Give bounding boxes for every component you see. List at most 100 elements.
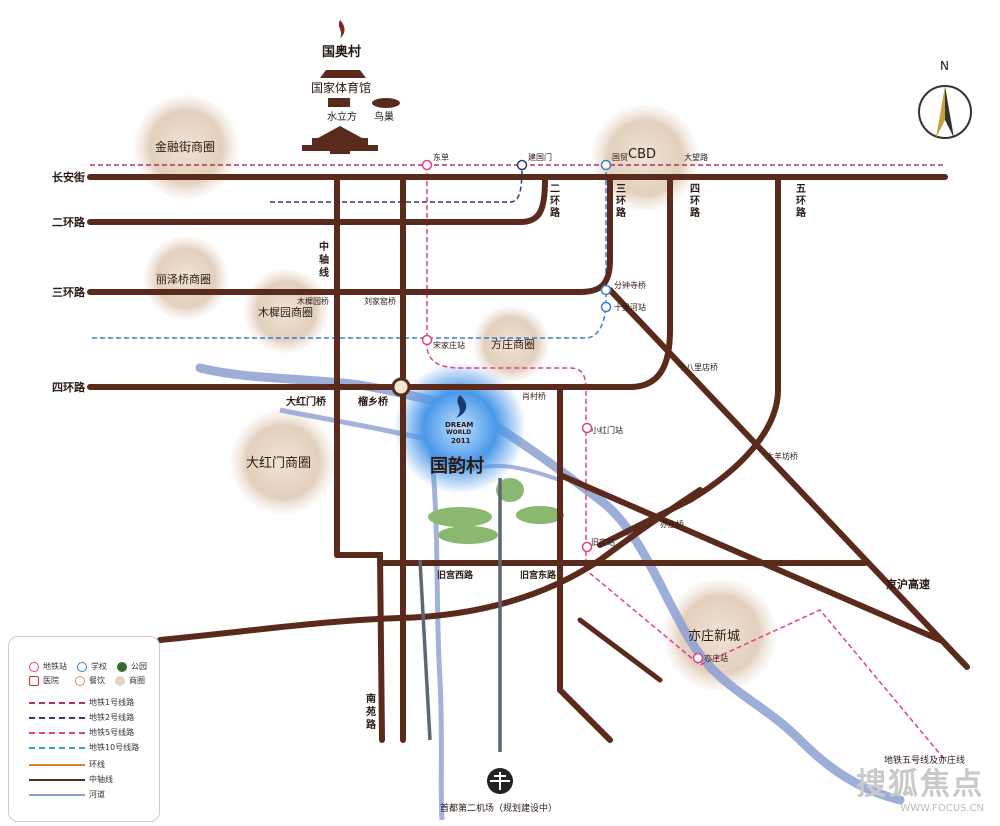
road-label-axis-v: 中 轴 线 xyxy=(319,240,329,279)
legend-axis: 中轴线 xyxy=(89,775,113,784)
svg-text:五: 五 xyxy=(796,183,806,195)
legend-ring-road: 环线 xyxy=(89,760,105,769)
station-shilihe xyxy=(600,301,612,313)
svg-text:四: 四 xyxy=(690,183,700,195)
svg-text:环: 环 xyxy=(550,195,560,207)
metro-line-5 xyxy=(426,165,946,761)
svg-text:南: 南 xyxy=(366,692,376,705)
olympic-logo-icon xyxy=(338,20,345,38)
station-label-shilihe: 十里河站 xyxy=(614,302,646,312)
airport-label: 首都第二机场（规划建设中） xyxy=(440,802,557,814)
road-label-nanyuan-v: 南 苑 路 xyxy=(365,692,377,731)
legend-line1-swatch xyxy=(29,701,85,704)
road-label-ring2-v: 二 环 路 xyxy=(550,183,561,219)
bridge-yizhuang: 亦庄桥 xyxy=(660,519,684,529)
road-diag1 xyxy=(607,287,970,670)
road-label-jiugong-w: 旧宫西路 xyxy=(437,569,474,581)
legend-line5-swatch xyxy=(29,731,85,734)
svg-text:路: 路 xyxy=(366,718,377,731)
legend-dining: 餐饮 xyxy=(89,676,105,685)
airport-icon xyxy=(487,768,513,794)
water-cube-icon xyxy=(328,98,350,107)
bridge-shibali: 十八里店桥 xyxy=(678,362,718,372)
biz-circle-icon xyxy=(115,675,125,686)
stadium-label: 国家体育馆 xyxy=(311,80,371,95)
road-label-ring4-v: 四 环 路 xyxy=(690,183,701,219)
station-label-xiaohongmen: 小红门站 xyxy=(591,425,623,435)
gray-roads xyxy=(418,478,502,752)
birds-nest-label: 鸟巢 xyxy=(374,110,394,123)
dahongmen-junction xyxy=(391,377,411,397)
metro-station-icon xyxy=(29,661,39,672)
road-label-changanjie: 长安街 xyxy=(52,170,85,184)
watermark-brand: 搜狐焦点 xyxy=(856,767,984,802)
svg-text:环: 环 xyxy=(616,195,626,207)
station-label-guomao: 国贸 xyxy=(612,152,628,162)
road-ring2 xyxy=(87,177,548,225)
bridge-dahongmen: 大红门桥 xyxy=(286,395,327,408)
jinrongjie-circle xyxy=(134,95,238,199)
road-jinghu xyxy=(557,472,943,643)
svg-text:路: 路 xyxy=(690,206,701,219)
station-label-dawanglu: 大望路 xyxy=(684,152,708,162)
station-songjiazhuang xyxy=(421,334,433,346)
legend-line2: 地铁2号线路 xyxy=(89,713,135,722)
road-label-ring3-v: 三 环 路 xyxy=(616,183,627,219)
legend-row-2: 医院 餐饮 商圈 xyxy=(29,675,145,686)
station-label-dongdan: 东单 xyxy=(433,152,449,162)
school-icon xyxy=(77,661,87,672)
legend-row-line2: 地铁2号线路 xyxy=(29,712,134,723)
road-nanyuan xyxy=(334,552,385,743)
svg-text:二: 二 xyxy=(550,183,560,195)
svg-text:三: 三 xyxy=(616,183,626,195)
project-logo-icon xyxy=(456,395,467,418)
svg-text:路: 路 xyxy=(616,206,627,219)
road-south-east xyxy=(577,617,663,683)
legend-axis-swatch xyxy=(29,778,85,781)
metro-stations xyxy=(421,159,704,664)
project-logo-line2: WORLD xyxy=(446,429,471,436)
bridge-liujiayao: 刘家窑桥 xyxy=(364,296,396,306)
legend-row-line10: 地铁10号线路 xyxy=(29,742,139,753)
station-jiugong xyxy=(581,541,593,553)
bridge-muxiyuan: 木樨园桥 xyxy=(297,296,329,306)
watermark-url: WWW.FOCUS.CN xyxy=(900,803,984,814)
station-guomao xyxy=(600,159,612,171)
olympic-village-label: 国奥村 xyxy=(322,44,361,60)
project-logo-year: 2011 xyxy=(451,437,471,445)
project-name: 国韵村 xyxy=(430,455,484,477)
dining-icon xyxy=(75,675,85,686)
legend-line1: 地铁1号线路 xyxy=(89,698,135,707)
yizhuang-circle-label: 亦庄新城 xyxy=(688,628,740,644)
compass-letter: N xyxy=(940,59,949,73)
jinrongjie-label: 金融街商圈 xyxy=(155,139,215,154)
hospital-icon xyxy=(29,675,39,686)
legend-school: 学校 xyxy=(91,662,107,671)
road-ring5 xyxy=(597,174,781,548)
legend-row-ring: 环线 xyxy=(29,759,105,770)
water-cube-label: 水立方 xyxy=(327,110,357,123)
dahongmen-circle xyxy=(231,410,335,514)
line5-extension-note: 地铁五号线及亦庄线 xyxy=(884,754,965,766)
station-label-jianguomen: 建国门 xyxy=(528,152,552,162)
road-ring4 xyxy=(87,174,673,390)
fangzhuang-circle xyxy=(473,306,549,382)
road-label-ring3: 三环路 xyxy=(52,285,86,299)
legend-row-axis: 中轴线 xyxy=(29,774,113,785)
legend-ring-swatch xyxy=(29,763,85,766)
muxiyuan-label: 木樨园商圈 xyxy=(258,305,313,319)
dahongmen-circle-label: 大红门商圈 xyxy=(246,455,311,471)
station-label-yizhuang: 亦庄站 xyxy=(704,653,728,663)
bridge-dayangfang: 大羊坊桥 xyxy=(766,451,798,461)
metro-line-10 xyxy=(92,165,607,339)
station-label-jiugong: 旧宫站 xyxy=(591,537,615,547)
road-south-curve xyxy=(157,487,703,643)
svg-text:环: 环 xyxy=(690,195,700,207)
lizeqiao-label: 丽泽桥商圈 xyxy=(156,272,211,286)
station-label-songjiazhuang: 宋家庄站 xyxy=(433,340,465,350)
legend-biz-circle: 商圈 xyxy=(129,676,145,685)
road-bend xyxy=(557,687,613,743)
svg-text:轴: 轴 xyxy=(319,253,329,266)
watermark: 搜狐焦点 WWW.FOCUS.CN xyxy=(856,759,984,814)
